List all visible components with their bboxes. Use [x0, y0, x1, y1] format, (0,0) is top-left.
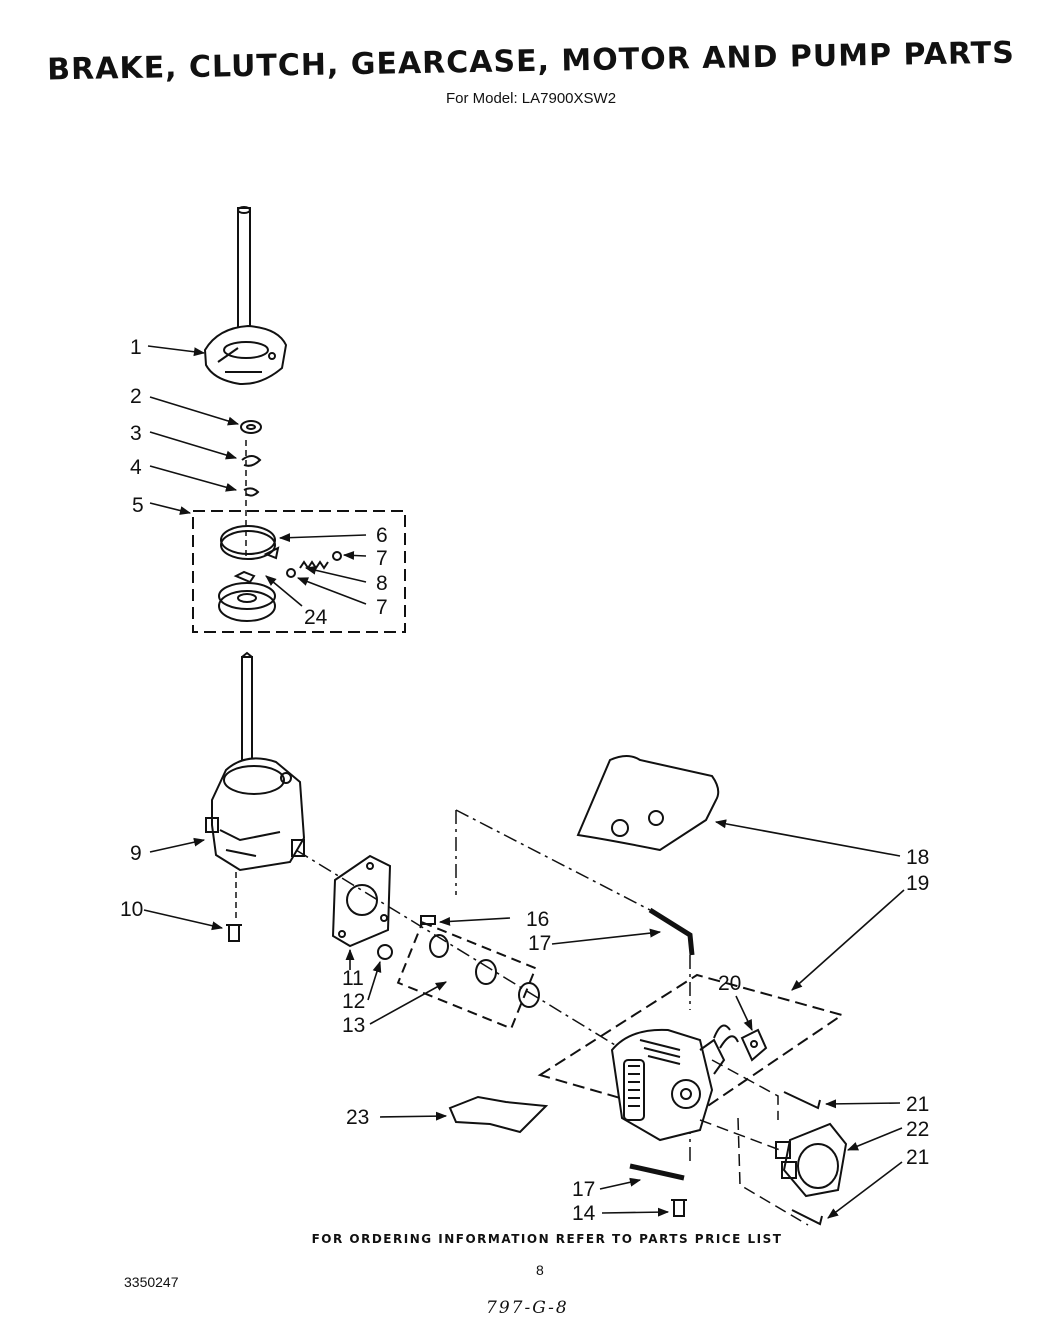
document-number: 3350247 — [124, 1274, 179, 1290]
spring-8 — [286, 551, 342, 578]
clip-4 — [243, 487, 260, 497]
callout-13: 13 — [342, 1014, 365, 1037]
callout-16: 16 — [526, 908, 549, 931]
callout-18: 18 — [906, 846, 929, 869]
callout-4: 4 — [130, 456, 142, 479]
brake-shaft-assembly — [203, 206, 288, 386]
callout-11: 11 — [342, 967, 364, 990]
clamp-21-upper — [783, 1091, 821, 1110]
callout-17b: 17 — [572, 1178, 595, 1201]
callout-3: 3 — [130, 422, 142, 445]
bolt-10 — [226, 924, 242, 942]
model-subtitle: For Model: LA7900XSW2 — [445, 90, 617, 107]
callout-24: 24 — [304, 606, 328, 629]
callout-6: 6 — [376, 524, 388, 547]
coupling-parts-13 — [429, 934, 540, 1008]
callout-21b: 21 — [906, 1146, 929, 1169]
callout-20: 20 — [718, 972, 741, 995]
callout-7a: 7 — [376, 547, 388, 570]
motor — [610, 1024, 739, 1142]
hose-17-lower — [629, 1163, 685, 1181]
ordering-note: FOR ORDERING INFORMATION REFER TO PARTS … — [311, 1232, 783, 1246]
callout-10: 10 — [120, 898, 143, 921]
washer-2 — [240, 420, 262, 434]
callout-12: 12 — [342, 990, 365, 1013]
callout-21a: 21 — [906, 1093, 929, 1116]
page-number: 8 — [536, 1262, 544, 1278]
callout-9: 9 — [130, 842, 142, 865]
callout-1: 1 — [130, 336, 142, 359]
callout-14: 14 — [572, 1202, 596, 1225]
callout-22: 22 — [906, 1118, 929, 1141]
screw-14 — [671, 1199, 687, 1217]
retaining-ring-3 — [241, 455, 262, 467]
callout-19: 19 — [906, 872, 929, 895]
clamp-21-lower — [791, 1209, 823, 1226]
mounting-plate-11 — [331, 854, 392, 948]
callout-5: 5 — [132, 494, 144, 517]
cap-12 — [377, 944, 393, 960]
clutch-band-6 — [220, 525, 280, 560]
callout-23: 23 — [346, 1106, 369, 1129]
gearcase-assembly — [205, 651, 306, 872]
coupling-kit-box — [396, 921, 537, 1030]
callout-8: 8 — [376, 572, 388, 595]
switch-20 — [740, 1028, 768, 1062]
gasket-23 — [448, 1095, 549, 1134]
callout-17a: 17 — [528, 932, 551, 955]
clutch-kit-box — [192, 510, 406, 633]
pump-22 — [775, 1122, 848, 1198]
handwritten-note: 797-G-8 — [486, 1298, 569, 1318]
clutch-hub — [218, 570, 276, 622]
callout-7b: 7 — [376, 596, 388, 619]
hose-17-upper — [648, 907, 695, 956]
cover-18 — [576, 755, 720, 852]
callout-2: 2 — [130, 385, 142, 408]
